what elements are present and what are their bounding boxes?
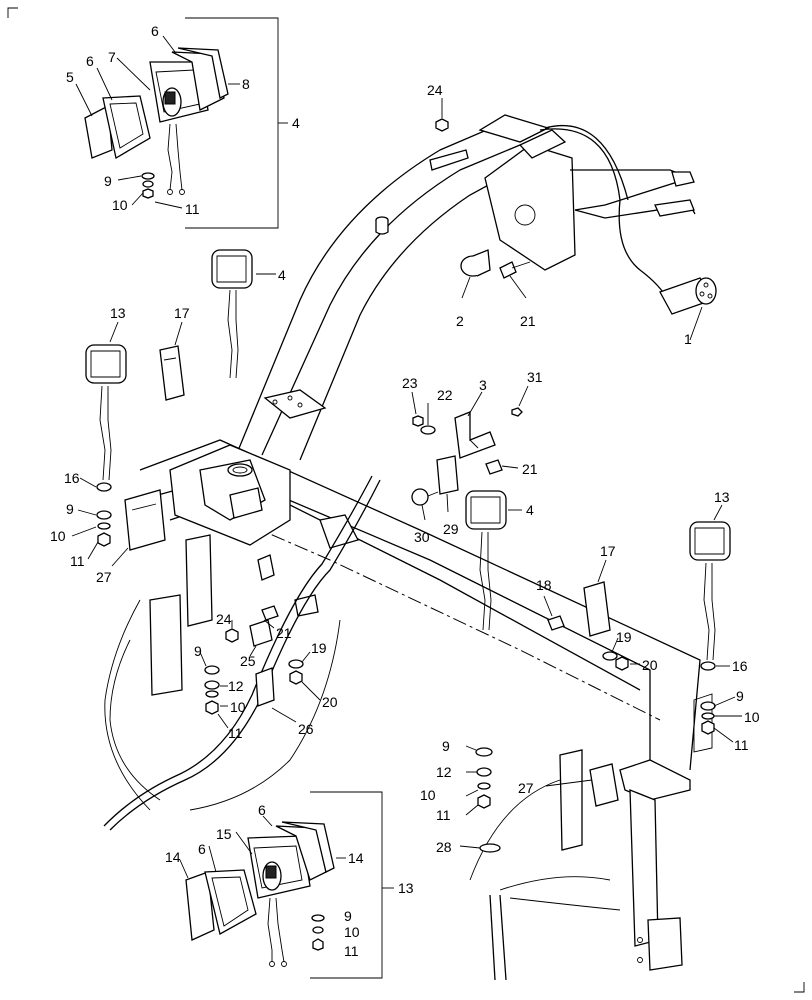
socket-cover-2 — [460, 249, 491, 299]
callout-20: 20 — [322, 694, 338, 710]
corner-mark-bottom-right — [794, 982, 805, 993]
callout-4: 4 — [278, 267, 286, 283]
callout-3: 3 — [479, 377, 487, 393]
callout-2: 2 — [456, 313, 464, 329]
callout-11: 11 — [734, 737, 749, 753]
callout-21: 21 — [522, 461, 538, 477]
callout-11: 11 — [436, 807, 451, 823]
callout-1: 1 — [684, 331, 692, 347]
callout-9: 9 — [442, 738, 450, 754]
callout-22: 22 — [437, 387, 453, 403]
lamp-assembly-4-exploded — [75, 17, 288, 229]
lens-cover-5 — [84, 104, 113, 159]
cap-30 — [411, 488, 429, 506]
callout-25: 25 — [240, 653, 256, 669]
left-hardware-stack — [71, 477, 112, 560]
callout-10: 10 — [50, 528, 66, 544]
callout-8: 8 — [242, 76, 250, 92]
callout-10: 10 — [744, 709, 760, 725]
main-frame — [139, 114, 701, 971]
callout-12: 12 — [436, 764, 452, 780]
callout-19: 19 — [311, 640, 327, 656]
callout-10: 10 — [420, 787, 436, 803]
lamp-13-left — [85, 321, 127, 481]
callout-10: 10 — [112, 197, 128, 213]
callout-9: 9 — [344, 908, 352, 924]
corner-mark-top-left — [7, 7, 18, 18]
callout-labels: 6 7 6 5 8 4 9 10 11 24 4 2 21 1 13 17 23… — [50, 23, 760, 959]
callout-26: 26 — [298, 721, 314, 737]
bracket-27-left — [111, 489, 166, 567]
callout-6: 6 — [151, 23, 159, 39]
callout-14: 14 — [348, 850, 364, 866]
callout-4: 4 — [526, 502, 534, 518]
callout-9: 9 — [66, 501, 74, 517]
callout-10: 10 — [344, 924, 360, 940]
center-lower-hardware — [199, 605, 321, 729]
callout-12: 12 — [228, 678, 244, 694]
lower-center-hardware — [459, 745, 619, 853]
callout-9: 9 — [104, 173, 112, 189]
plug-1 — [659, 277, 717, 341]
lamp-13-right — [689, 504, 731, 661]
bolt-18 — [543, 595, 565, 631]
callout-20: 20 — [642, 657, 658, 673]
callout-17: 17 — [174, 305, 190, 321]
callout-27: 27 — [518, 780, 534, 796]
lamp-4-middle — [465, 490, 522, 631]
callout-19: 19 — [616, 629, 632, 645]
callout-16: 16 — [64, 470, 80, 486]
bracket-3-group — [411, 385, 529, 521]
callout-9: 9 — [736, 688, 744, 704]
callout-9: 9 — [194, 643, 202, 659]
bracket-17-left — [159, 321, 185, 401]
callout-23: 23 — [402, 375, 418, 391]
callout-28: 28 — [436, 839, 452, 855]
bracket-29 — [436, 455, 459, 495]
callout-10: 10 — [230, 699, 246, 715]
callout-4: 4 — [292, 115, 300, 131]
callout-6: 6 — [258, 802, 266, 818]
callout-16: 16 — [732, 658, 748, 674]
lens-cover-14 — [185, 871, 215, 941]
bracket-17-right — [583, 559, 611, 637]
back-plate-8 — [177, 47, 229, 99]
nut-24-top — [435, 98, 449, 132]
right-hardware-16-11 — [693, 661, 742, 753]
callout-24: 24 — [427, 82, 443, 98]
callout-13: 13 — [714, 489, 730, 505]
callout-11: 11 — [70, 553, 85, 569]
callout-27: 27 — [96, 569, 112, 585]
callout-11: 11 — [185, 201, 200, 217]
callout-5: 5 — [66, 69, 74, 85]
callout-14: 14 — [165, 849, 181, 865]
lamp-assembly-13-exploded — [179, 791, 394, 979]
callout-6: 6 — [198, 841, 206, 857]
callout-7: 7 — [108, 49, 116, 65]
callout-21: 21 — [276, 625, 292, 641]
right-hardware-19-20 — [602, 637, 640, 671]
bolt-21-top — [499, 261, 531, 299]
lamp-4-upper — [211, 249, 276, 379]
callout-24: 24 — [216, 611, 232, 627]
callout-21: 21 — [520, 313, 536, 329]
callout-15: 15 — [216, 826, 232, 842]
group-bracket-13 — [310, 791, 383, 979]
callout-18: 18 — [536, 577, 552, 593]
callout-13: 13 — [110, 305, 126, 321]
callout-17: 17 — [600, 543, 616, 559]
callout-13: 13 — [398, 880, 414, 896]
callout-30: 30 — [414, 529, 430, 545]
callout-29: 29 — [443, 521, 459, 537]
back-plate-14 — [281, 821, 335, 873]
callout-6: 6 — [86, 53, 94, 69]
callout-11: 11 — [344, 943, 359, 959]
callout-31: 31 — [527, 369, 543, 385]
callout-11: 11 — [228, 725, 243, 741]
